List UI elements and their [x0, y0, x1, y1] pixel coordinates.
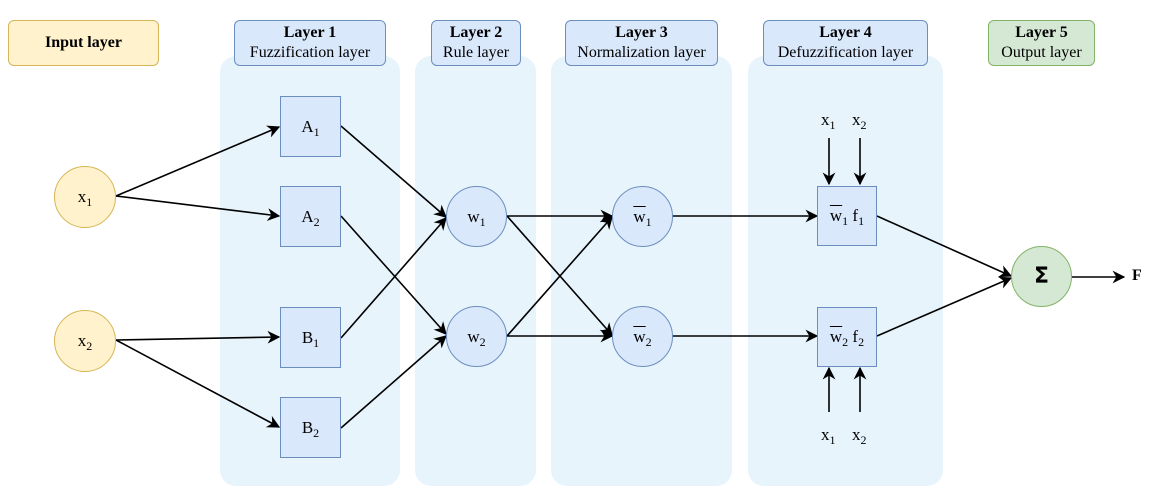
edge-x1-a1	[115, 125, 281, 197]
output-label: F	[1132, 267, 1142, 284]
edge-x1-a2	[115, 195, 281, 221]
layer2-title: Layer 2	[449, 24, 503, 41]
summation-node: Σ	[1011, 246, 1072, 307]
input-layer-title: Input layer	[45, 34, 122, 51]
layer3-panel	[551, 56, 732, 486]
layer5-subtitle: Output layer	[1001, 44, 1082, 61]
layer2-header: Layer 2 Rule layer	[431, 20, 521, 66]
defuzz-top-input-x2: x2	[852, 110, 867, 132]
layer-panels	[220, 56, 943, 486]
norm-node-w2: w2	[612, 306, 673, 367]
defuzz-top-input-x1: x1	[821, 110, 836, 132]
edge-d2-sum	[876, 276, 1013, 337]
edge-a2-w2	[340, 215, 447, 335]
defuzz-node-1-label: w1 f1	[829, 206, 865, 228]
membership-node-a1-label: A1	[301, 116, 320, 139]
edge-x2-b2	[115, 339, 281, 428]
membership-node-a1: A1	[280, 96, 341, 157]
layer4-title: Layer 4	[819, 24, 872, 41]
membership-node-b2-label: B2	[301, 417, 320, 440]
defuzz-node-2-label: w2 f2	[829, 327, 865, 349]
rule-node-w2: w2	[446, 306, 507, 367]
connections	[115, 125, 1126, 429]
edge-b2-w2	[340, 335, 447, 429]
defuzz-node-2: w2 f2	[817, 307, 877, 367]
layer1-panel	[220, 56, 400, 486]
layer1-subtitle: Fuzzification layer	[249, 44, 371, 61]
rule-node-w1: w1	[446, 186, 507, 247]
layer4-header: Layer 4 Defuzzification layer	[763, 20, 928, 66]
edge-a1-w1	[340, 125, 447, 218]
layer1-title: Layer 1	[283, 24, 337, 41]
edge-x2-b1	[115, 330, 281, 344]
membership-node-b1: B1	[280, 307, 341, 368]
layer5-header: Layer 5 Output layer	[988, 20, 1095, 66]
norm-node-w1: w1	[612, 186, 673, 247]
input-node-x2-label: x2	[77, 331, 93, 353]
membership-node-a2: A2	[280, 186, 341, 247]
layer2-subtitle: Rule layer	[442, 44, 510, 61]
layer5-title: Layer 5	[1015, 24, 1068, 41]
defuzz-bottom-input-x2: x2	[852, 425, 867, 447]
input-node-x1: x1	[54, 166, 116, 228]
defuzz-node-1: w1 f1	[817, 186, 877, 246]
input-node-x1-label: x1	[77, 187, 93, 209]
membership-node-a2-label: A2	[301, 206, 320, 229]
edge-w2-nw1	[506, 216, 613, 337]
defuzz-bottom-input-x1: x1	[821, 425, 836, 447]
input-layer-header: Input layer	[8, 20, 159, 66]
edge-d1-sum	[876, 215, 1013, 278]
layer3-header: Layer 3 Normalization layer	[565, 20, 718, 66]
layer1-header: Layer 1 Fuzzification layer	[234, 20, 386, 66]
edge-b1-w1	[340, 217, 447, 339]
summation-icon: Σ	[1033, 264, 1050, 289]
rule-node-w2-label: w2	[467, 326, 486, 349]
rule-node-w1-label: w1	[467, 206, 486, 229]
input-node-x2: x2	[54, 310, 116, 372]
layer4-subtitle: Defuzzification layer	[777, 44, 914, 61]
norm-node-w2-label: w2	[633, 326, 652, 349]
layer3-subtitle: Normalization layer	[577, 44, 706, 61]
membership-node-b1-label: B1	[301, 327, 320, 350]
membership-node-b2: B2	[280, 397, 341, 458]
layer3-title: Layer 3	[615, 24, 668, 41]
layer4-panel	[748, 56, 943, 486]
layer2-panel	[415, 56, 536, 486]
norm-node-w1-label: w1	[633, 206, 652, 229]
